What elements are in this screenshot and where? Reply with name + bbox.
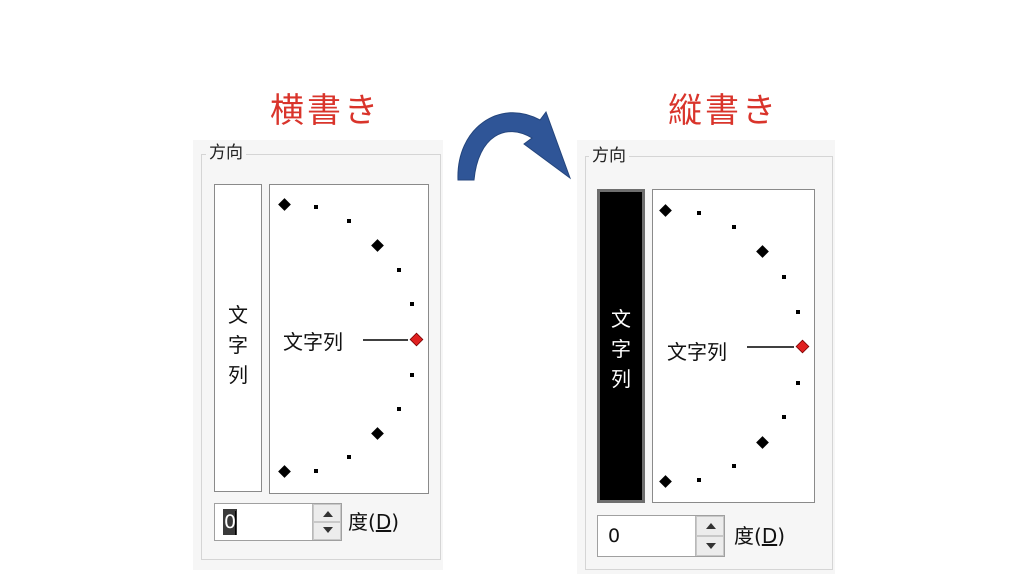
curved-arrow-icon — [457, 110, 572, 181]
orientation-panel-horizontal: 方向 文 字 列 文字列 0 度(D) — [193, 140, 443, 570]
orientation-group — [585, 156, 833, 570]
vertical-text-char: 字 — [611, 337, 631, 361]
degree-spinner[interactable]: 0 — [214, 503, 342, 541]
vertical-text-char: 文 — [228, 303, 248, 327]
orientation-panel-vertical: 方向 文 字 列 文字列 0 度(D) — [577, 140, 835, 574]
spin-up-button[interactable] — [313, 504, 341, 522]
orientation-dial[interactable]: 文字列 — [652, 189, 815, 503]
access-key: D — [761, 524, 778, 548]
caption-horizontal-writing: 横書き — [270, 91, 381, 131]
vertical-text-char: 文 — [611, 307, 631, 331]
degree-input-value[interactable]: 0 — [223, 509, 238, 535]
vertical-text-button[interactable]: 文 字 列 — [597, 189, 645, 503]
spin-down-button[interactable] — [696, 536, 724, 556]
degree-label: 度(D) — [348, 510, 400, 534]
dial-markers — [278, 198, 424, 478]
orientation-dial[interactable]: 文字列 — [269, 184, 429, 494]
degree-input-value[interactable]: 0 — [608, 525, 621, 547]
arrow-up-icon — [323, 511, 333, 517]
dial-markers — [659, 204, 810, 488]
degree-spinner[interactable]: 0 — [597, 515, 725, 557]
vertical-text-button[interactable]: 文 字 列 — [214, 184, 262, 492]
vertical-text-char: 字 — [228, 333, 248, 357]
access-key: D — [375, 510, 392, 534]
vertical-text-char: 列 — [611, 367, 631, 391]
arrow-down-icon — [706, 543, 716, 549]
spinner-buttons — [695, 516, 724, 556]
vertical-text-char: 列 — [228, 363, 248, 387]
dial-text-label: 文字列 — [283, 330, 343, 354]
group-title: 方向 — [206, 143, 246, 163]
spin-up-button[interactable] — [696, 516, 724, 536]
spin-down-button[interactable] — [313, 522, 341, 540]
orientation-group — [201, 154, 441, 560]
degree-label: 度(D) — [734, 524, 786, 548]
dial-text-label: 文字列 — [667, 340, 727, 364]
group-title: 方向 — [589, 146, 629, 166]
arrow-down-icon — [323, 527, 333, 533]
text-caret — [235, 511, 236, 535]
caption-vertical-writing: 縦書き — [668, 91, 779, 131]
arrow-up-icon — [706, 523, 716, 529]
spinner-buttons — [312, 504, 341, 540]
